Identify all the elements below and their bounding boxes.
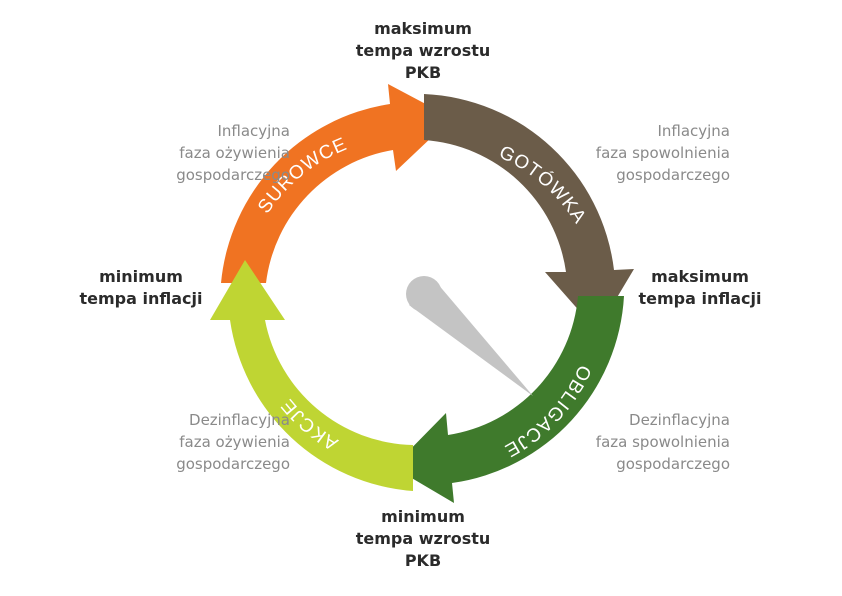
segment-surowce-arrow [221,84,452,283]
phase-top-left: Inflacyjna faza ożywienia gospodarczego [176,122,290,184]
phase-bottom-left: Dezinflacyjna faza ożywienia gospodarcze… [176,411,290,473]
marker-left: minimum tempa inflacji [79,267,203,308]
segment-gotowka-arrow [424,94,634,331]
marker-right: maksimum tempa inflacji [638,267,762,308]
marker-top: maksimum tempa wzrostu PKB [355,19,491,82]
segment-akcje-arrow [210,260,413,491]
marker-bottom: minimum tempa wzrostu PKB [355,507,491,570]
pointer-hand [406,276,533,396]
phase-bottom-right: Dezinflacyjna faza spowolnienia gospodar… [595,411,730,473]
phase-top-right: Inflacyjna faza spowolnienia gospodarcze… [595,122,730,184]
segment-obligacje-arrow [393,296,624,503]
pointer-needle [409,283,533,396]
pointer-hub [406,276,442,312]
